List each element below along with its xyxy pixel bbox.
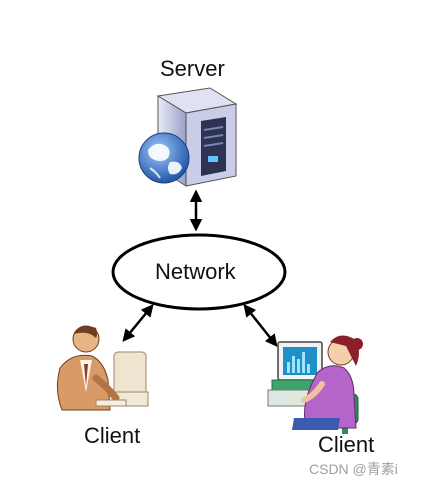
woman-at-computer-icon xyxy=(267,335,363,434)
globe-icon xyxy=(138,132,190,184)
client-left-label: Client xyxy=(84,423,141,448)
network-label: Network xyxy=(155,259,236,284)
arrow-network-client-right xyxy=(243,304,278,347)
businessman-at-computer-icon xyxy=(56,325,149,411)
network-node xyxy=(111,233,287,311)
server-label: Server xyxy=(160,56,225,81)
arrow-network-client-left xyxy=(122,304,154,342)
watermark-text: CSDN @青素i xyxy=(309,461,398,477)
client-right-label: Client xyxy=(318,432,375,457)
